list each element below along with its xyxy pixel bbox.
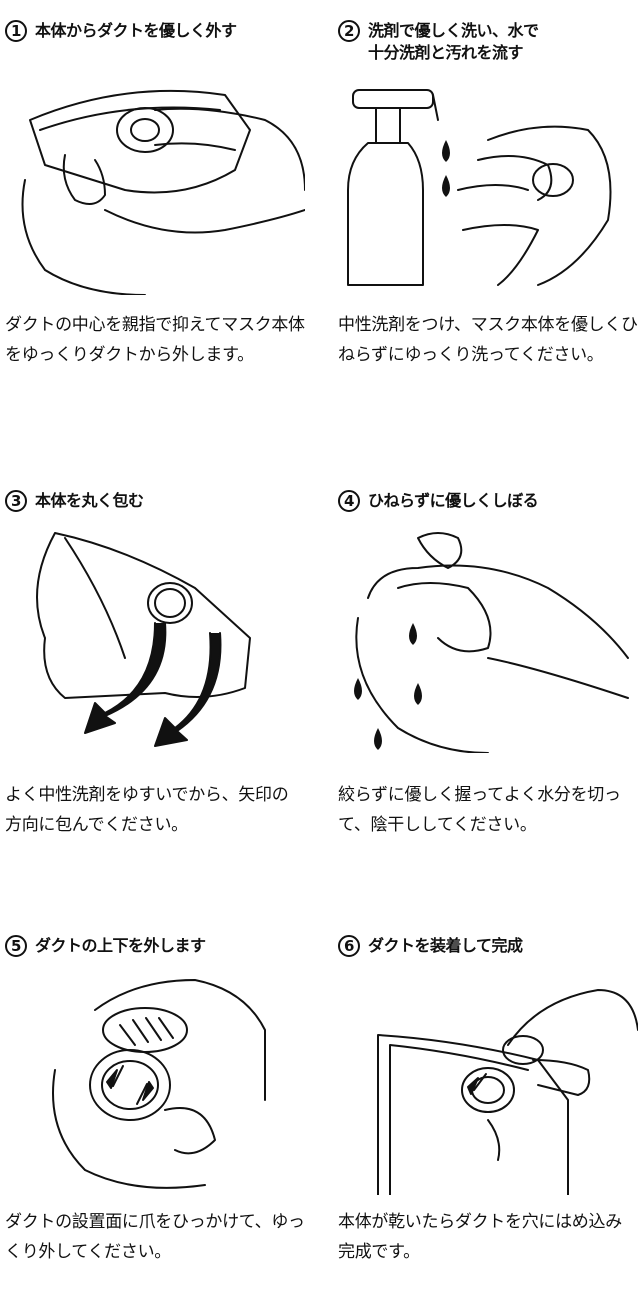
illustration-squeeze-gently xyxy=(354,532,629,753)
step-description: 絞らずに優しく握ってよく水分を切って、陰干ししてください。 xyxy=(338,785,621,835)
step-description: ダクトの設置面に爪をひっかけて、ゆっくり外してください。 xyxy=(5,1212,305,1262)
illustration-remove-duct xyxy=(21,89,305,295)
step-number-badge: 1 xyxy=(5,20,27,42)
illustration-attach-duct xyxy=(377,989,638,1195)
step-title-text: 本体を丸く包む xyxy=(35,491,144,510)
step-description: ダクトの中心を親指で抑えてマスク本体をゆっくりダクトから外します。 xyxy=(5,315,305,365)
step-number-badge: 5 xyxy=(5,935,27,957)
step-4: 4 ひねらずに優しくしぼる 絞らずに優しく握ってよく水分を切って、陰干ししてくださ… xyxy=(338,490,638,835)
step-title-text: 本体からダクトを優しく外す xyxy=(35,21,237,40)
illustration-wash-with-detergent xyxy=(347,89,612,286)
step-title: 1 本体からダクトを優しく外す xyxy=(5,20,305,42)
step-number-badge: 4 xyxy=(338,490,360,512)
step-title: 6 ダクトを装着して完成 xyxy=(338,935,638,957)
step-6: 6 ダクトを装着して完成 本体が乾いたらダクトを穴にはめ込み完成です。 xyxy=(338,935,638,1262)
step-title-text: 洗剤で優しく洗い、水で 十分洗剤と汚れを流す xyxy=(368,21,539,62)
illustration-wrap-mask xyxy=(36,532,251,747)
step-number-badge: 2 xyxy=(338,20,360,42)
step-number-badge: 3 xyxy=(5,490,27,512)
step-description: 本体が乾いたらダクトを穴にはめ込み完成です。 xyxy=(338,1212,622,1262)
step-description: 中性洗剤をつけ、マスク本体を優しくひねらずにゆっくり洗ってください。 xyxy=(338,315,638,365)
step-5: 5 ダクトの上下を外します ダクトの設置面に爪をひっかけて、ゆっくり外してください… xyxy=(5,935,305,1262)
step-title: 3 本体を丸く包む xyxy=(5,490,305,512)
step-2: 2 洗剤で優しく洗い、水で 十分洗剤と汚れを流す 中性洗剤をつけ、マスク本体を優し… xyxy=(338,20,638,365)
illustration-detach-duct xyxy=(52,979,266,1189)
step-title-text: ダクトの上下を外します xyxy=(35,936,206,955)
step-description: よく中性洗剤をゆすいでから、矢印の方向に包んでください。 xyxy=(5,785,289,835)
step-title: 4 ひねらずに優しくしぼる xyxy=(338,490,638,512)
step-1: 1 本体からダクトを優しく外す ダクトの中心を親指で抑えてマスク本体をゆっくりダク… xyxy=(5,20,305,365)
step-title: 2 洗剤で優しく洗い、水で 十分洗剤と汚れを流す xyxy=(338,20,638,64)
step-3: 3 本体を丸く包む よく中性洗剤をゆすいでから、矢印の方向に包んでください。 xyxy=(5,490,305,835)
step-title: 5 ダクトの上下を外します xyxy=(5,935,305,957)
step-number-badge: 6 xyxy=(338,935,360,957)
step-title-text: ダクトを装着して完成 xyxy=(368,936,523,955)
step-title-text: ひねらずに優しくしぼる xyxy=(368,491,539,510)
